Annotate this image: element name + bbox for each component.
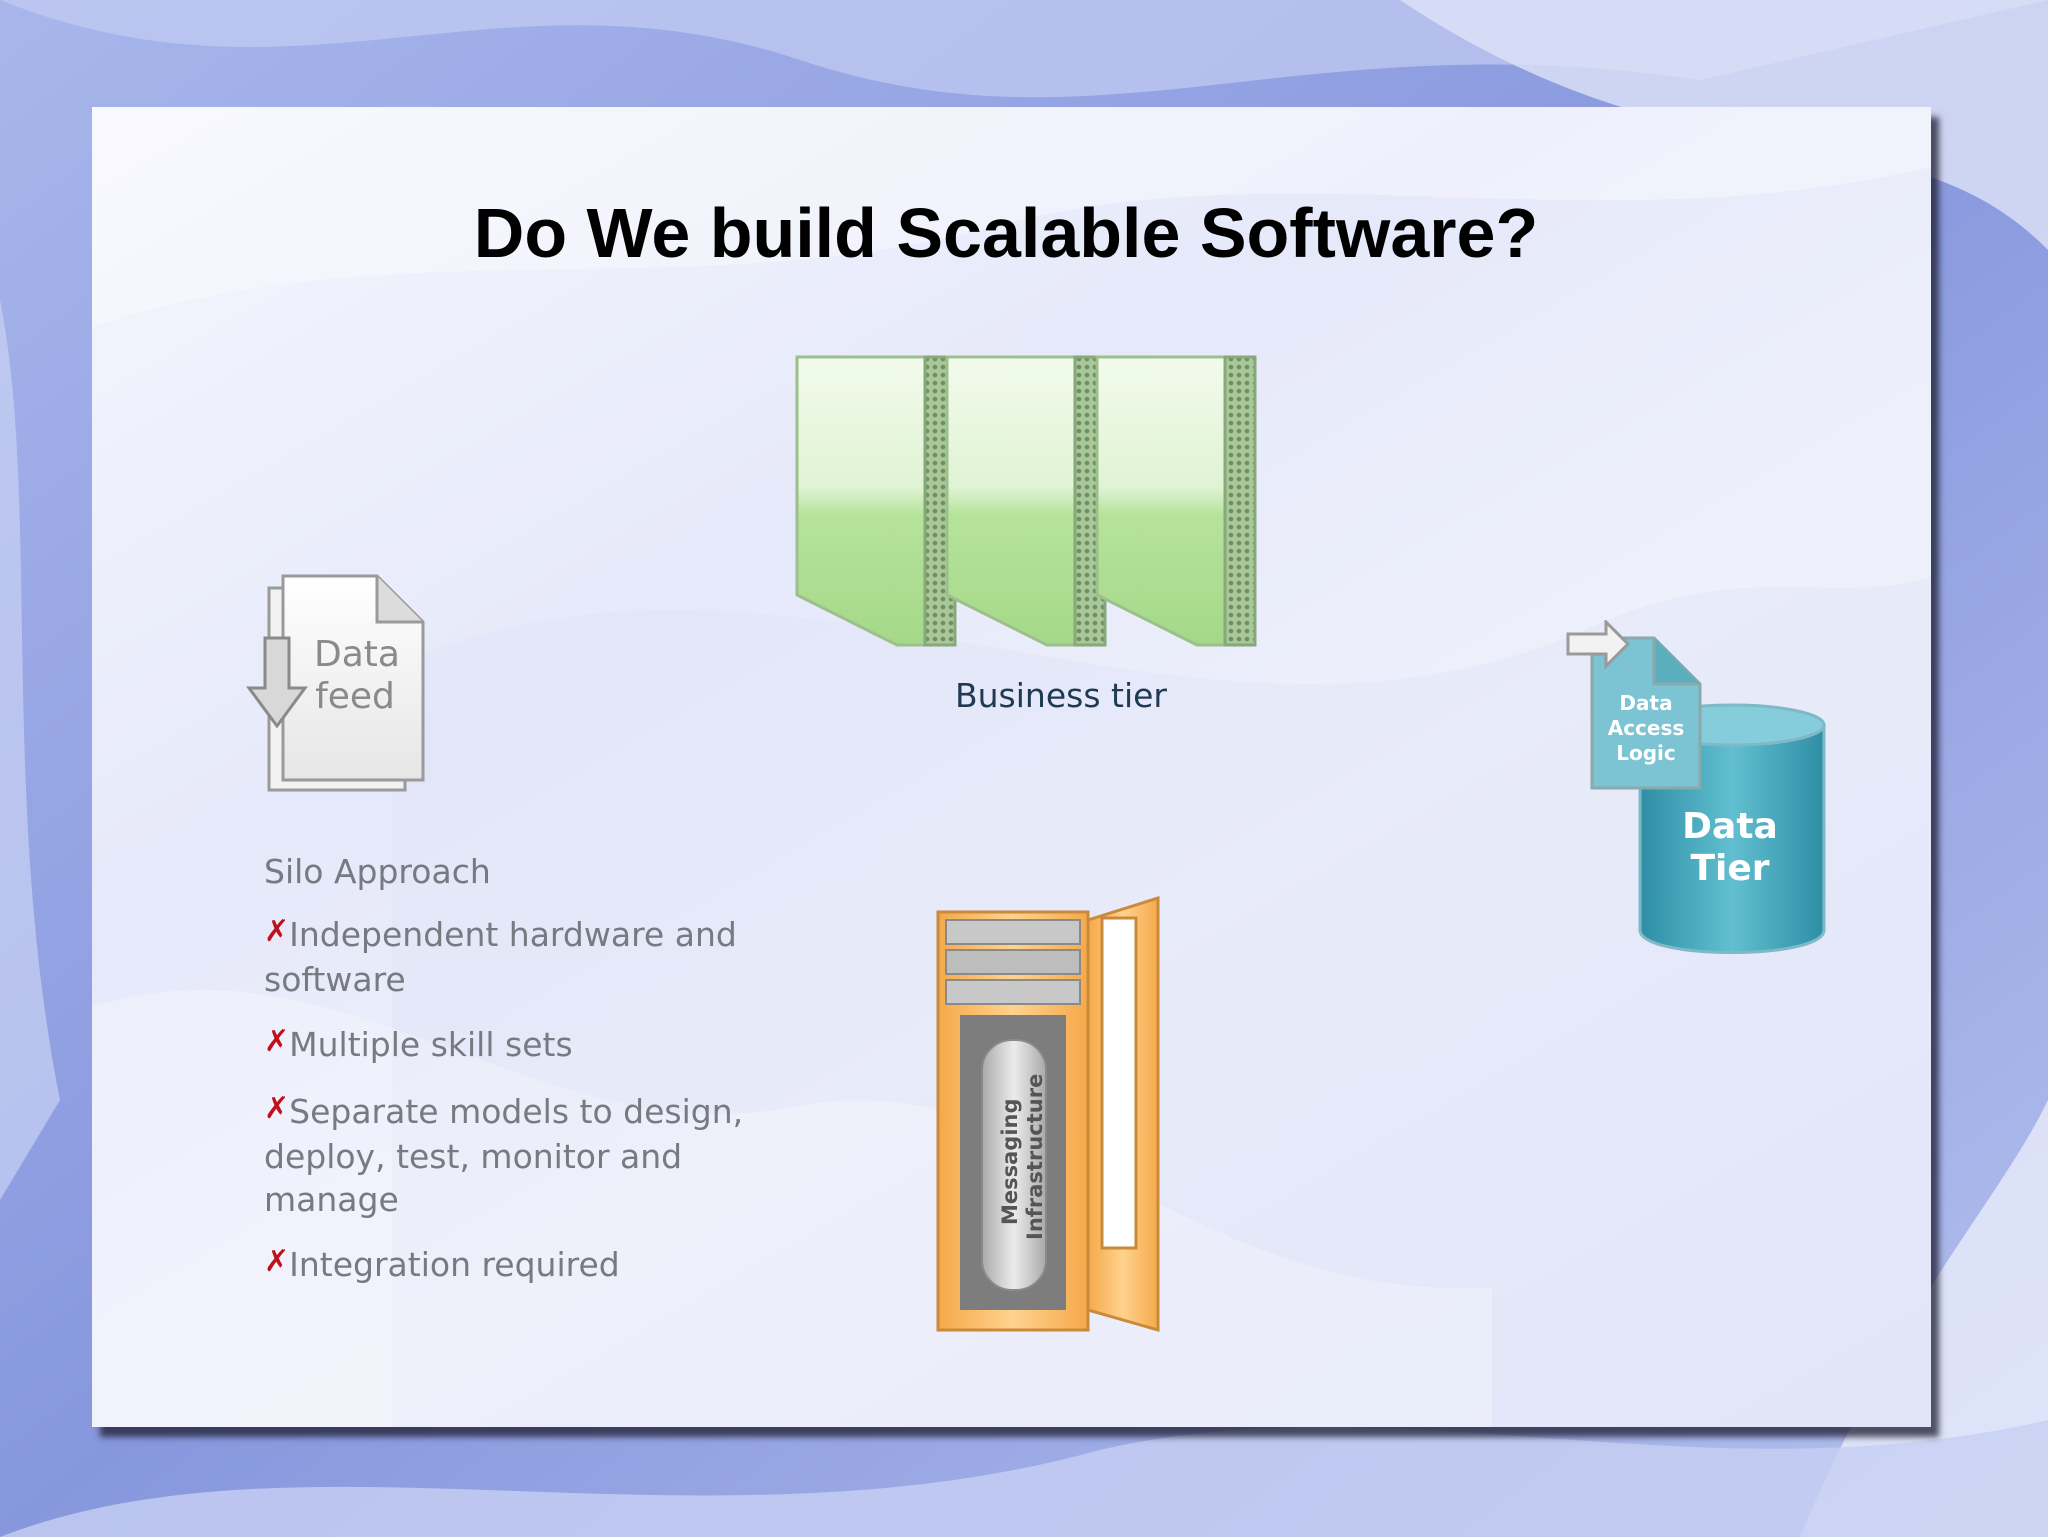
x-mark-icon: ✗ bbox=[264, 914, 290, 949]
database-cylinder-icon: Data Tier Data Access Logic bbox=[1566, 620, 1826, 954]
data-access-label-2: Access bbox=[1608, 716, 1685, 740]
panel-background-waves bbox=[92, 107, 1931, 1427]
data-feed-label-1: Data bbox=[314, 634, 400, 675]
list-item: ✗Independent hardware and software bbox=[264, 913, 784, 1001]
data-tier-label-2: Tier bbox=[1690, 848, 1769, 889]
x-mark-icon: ✗ bbox=[264, 1024, 290, 1059]
list-item-text: Independent hardware and software bbox=[264, 915, 737, 999]
data-feed-label-2: feed bbox=[315, 676, 395, 717]
server-1 bbox=[795, 355, 957, 647]
data-tier-label-1: Data bbox=[1682, 806, 1778, 847]
business-tier-caption: Business tier bbox=[955, 676, 1167, 715]
server-rack-icon: Messaging Infrastructure bbox=[936, 895, 1160, 1332]
data-access-label-1: Data bbox=[1619, 691, 1672, 715]
server-2 bbox=[945, 355, 1107, 647]
server-3 bbox=[1095, 355, 1257, 647]
silo-approach-list: Silo Approach ✗Independent hardware and … bbox=[264, 850, 784, 1310]
data-access-label-3: Logic bbox=[1616, 741, 1676, 765]
x-mark-icon: ✗ bbox=[264, 1244, 290, 1279]
list-item-text: Multiple skill sets bbox=[289, 1025, 573, 1064]
server-blades-icon bbox=[795, 355, 1257, 647]
list-item: ✗Separate models to design, deploy, test… bbox=[264, 1090, 784, 1221]
list-item: ✗Multiple skill sets bbox=[264, 1023, 784, 1068]
list-item-text: Integration required bbox=[289, 1245, 620, 1284]
list-item-text: Separate models to design, deploy, test,… bbox=[264, 1092, 744, 1219]
messaging-label-1: Messaging bbox=[998, 1098, 1022, 1225]
slide-title: Do We build Scalable Software? bbox=[473, 194, 1539, 272]
list-item: ✗Integration required bbox=[264, 1243, 784, 1288]
x-mark-icon: ✗ bbox=[264, 1091, 290, 1126]
silo-approach-heading: Silo Approach bbox=[264, 852, 491, 891]
messaging-label-2: Infrastructure bbox=[1023, 1074, 1047, 1240]
document-arrow-icon: Data feed bbox=[246, 574, 425, 792]
